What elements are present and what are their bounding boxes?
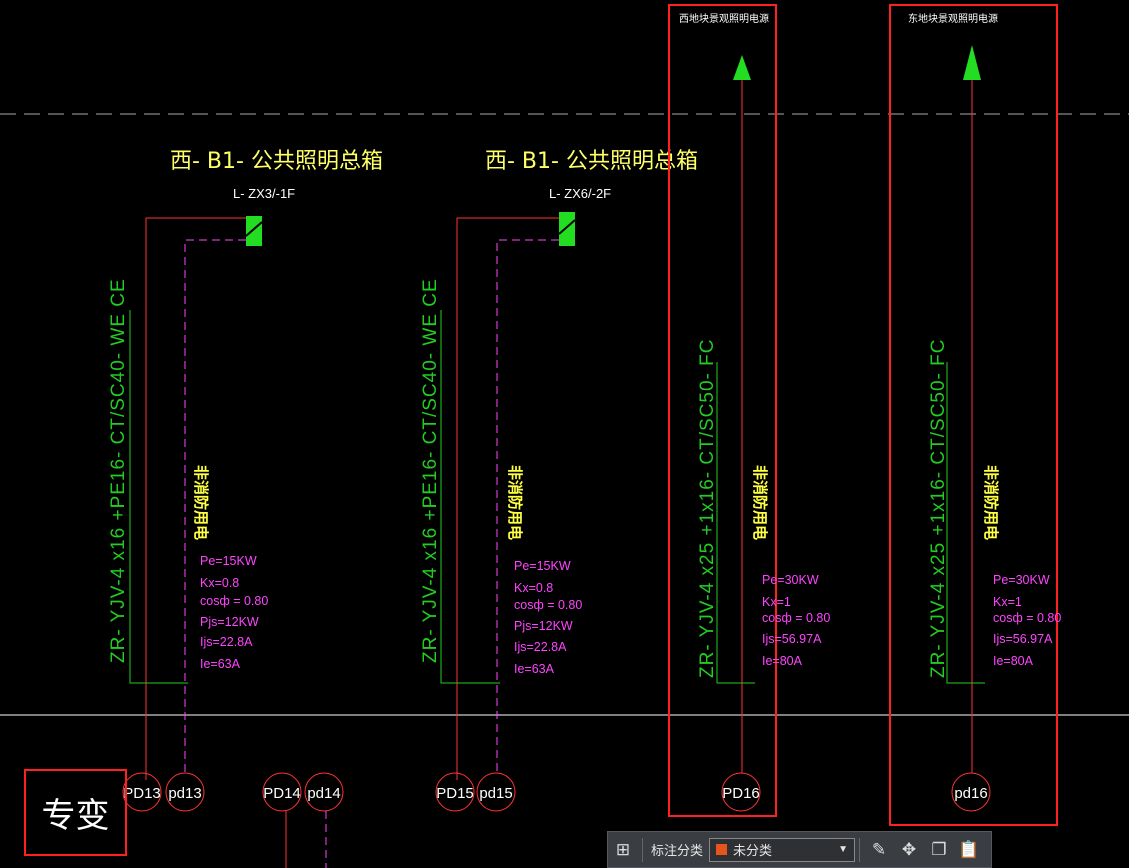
breaker-hatch (245, 221, 263, 237)
toolbar-divider (859, 837, 861, 862)
breaker-symbol[interactable] (246, 216, 262, 246)
cable-spec: ZR- YJV-4 x25 +1x16- CT/SC50- FC (928, 339, 949, 678)
svg-text:Kx=1: Kx=1 (762, 595, 791, 609)
svg-text:Ijs=56.97A: Ijs=56.97A (762, 632, 822, 646)
node-label: PD15 (436, 785, 474, 802)
feeder-line (456, 217, 559, 780)
cable-spec: ZR- YJV-4 x16 +PE16- CT/SC40- WE CE (420, 278, 441, 663)
right-column-1: 西地块景观照明电源 ZR- YJV-4 x25 +1x16- CT/SC50- … (668, 4, 830, 817)
svg-text:cosф = 0.80: cosф = 0.80 (200, 594, 268, 608)
copy-icon[interactable]: ❐ (931, 839, 947, 859)
node-label: PD13 (123, 785, 161, 802)
transformer-label-box: 专变 (24, 769, 127, 856)
svg-text:Kx=1: Kx=1 (993, 595, 1022, 609)
cable-bracket (129, 310, 188, 684)
load-params: Pe=15KW Kx=0.8 cosф = 0.80 Pjs=12KW Ijs=… (514, 559, 582, 676)
svg-text:Ijs=22.8A: Ijs=22.8A (514, 640, 567, 654)
panel-title: 西- B1- 公共照明总箱 (170, 149, 383, 174)
load-params: Pe=15KW Kx=0.8 cosф = 0.80 Pjs=12KW Ijs=… (200, 554, 268, 671)
svg-text:Ie=63A: Ie=63A (514, 662, 555, 676)
load-params: Pe=30KW Kx=1 cosф = 0.80 Ijs=56.97A Ie=8… (993, 573, 1061, 668)
svg-text:cosф = 0.80: cosф = 0.80 (993, 611, 1061, 625)
toolbar-divider (642, 837, 643, 862)
panel-title: 西- B1- 公共照明总箱 (485, 149, 698, 174)
cable-spec: ZR- YJV-4 x16 +PE16- CT/SC40- WE CE (108, 278, 129, 663)
svg-text:Ie=80A: Ie=80A (762, 654, 803, 668)
svg-text:Pe=15KW: Pe=15KW (514, 559, 571, 573)
category-select[interactable]: 未分类 ▼ (709, 837, 856, 862)
svg-text:cosф = 0.80: cosф = 0.80 (514, 598, 582, 612)
cable-bracket (440, 310, 500, 684)
node-label: PD16 (722, 785, 760, 802)
feeder-line (145, 217, 246, 780)
node-circle[interactable] (165, 772, 205, 812)
node-circle[interactable] (304, 772, 344, 812)
arrow-up-icon (733, 55, 751, 80)
node-circle[interactable] (435, 772, 475, 812)
arrow-up-icon (963, 45, 981, 80)
node-label: pd13 (168, 785, 201, 802)
highlight-box (668, 4, 777, 817)
svg-text:Ie=63A: Ie=63A (200, 657, 241, 671)
category-label: 标注分类 (651, 843, 704, 858)
svg-text:Pe=15KW: Pe=15KW (200, 554, 257, 568)
node-group-14: PD14 pd14 (262, 772, 344, 868)
breaker-symbol[interactable] (559, 212, 575, 246)
transformer-label: 专变 (41, 796, 110, 836)
pe-line (496, 239, 559, 773)
breaker-label: L- ZX3/-1F (233, 186, 295, 201)
cable-bracket (716, 362, 755, 684)
category-value: 未分类 (733, 843, 773, 858)
node-label: pd14 (307, 785, 340, 802)
chevron-down-icon: ▼ (838, 844, 849, 855)
svg-text:Pe=30KW: Pe=30KW (993, 573, 1050, 587)
highlight-box (889, 4, 1058, 826)
node-circle[interactable] (951, 772, 991, 812)
node-label: pd15 (479, 785, 512, 802)
annotation-toolbar: ⊞ 标注分类 未分类 ▼ ✎ ✥ ❐ 📋 (607, 831, 992, 868)
panel-1: 西- B1- 公共照明总箱 L- ZX3/-1F ZR- YJV-4 x16 +… (108, 149, 383, 812)
cable-bracket (946, 362, 985, 684)
node-label: PD14 (263, 785, 301, 802)
breaker-hatch (558, 219, 576, 235)
cable-spec: ZR- YJV-4 x25 +1x16- CT/SC50- FC (697, 339, 718, 678)
usage-label: 非消防用电 (192, 465, 210, 540)
usage-label: 非消防用电 (982, 465, 1000, 540)
grid-icon[interactable]: ⊞ (615, 839, 631, 859)
load-params: Pe=30KW Kx=1 cosф = 0.80 Ijs=56.97A Ie=8… (762, 573, 830, 668)
breaker-label: L- ZX6/-2F (549, 186, 611, 201)
node-circle[interactable] (476, 772, 516, 812)
paste-icon[interactable]: 📋 (958, 839, 980, 859)
column-header: 东地块景观照明电源 (908, 12, 998, 25)
pe-line (184, 239, 246, 773)
svg-text:Pe=30KW: Pe=30KW (762, 573, 819, 587)
move-icon[interactable]: ✥ (901, 839, 917, 859)
svg-text:Kx=0.8: Kx=0.8 (514, 581, 553, 595)
svg-text:Pjs=12KW: Pjs=12KW (514, 619, 573, 633)
svg-text:Ijs=56.97A: Ijs=56.97A (993, 632, 1053, 646)
node-circle[interactable] (122, 772, 162, 812)
usage-label: 非消防用电 (506, 465, 524, 540)
right-column-2: 东地块景观照明电源 ZR- YJV-4 x25 +1x16- CT/SC50- … (889, 4, 1061, 826)
svg-text:Ijs=22.8A: Ijs=22.8A (200, 635, 253, 649)
svg-text:Pjs=12KW: Pjs=12KW (200, 615, 259, 629)
node-label: pd16 (954, 785, 987, 802)
usage-label: 非消防用电 (751, 465, 769, 540)
node-circle[interactable] (721, 772, 761, 812)
svg-text:Kx=0.8: Kx=0.8 (200, 576, 239, 590)
svg-text:Ie=80A: Ie=80A (993, 654, 1034, 668)
panel-2: 西- B1- 公共照明总箱 L- ZX6/-2F ZR- YJV-4 x16 +… (420, 149, 698, 812)
svg-text:cosф = 0.80: cosф = 0.80 (762, 611, 830, 625)
edit-icon[interactable]: ✎ (871, 839, 887, 859)
column-header: 西地块景观照明电源 (679, 12, 769, 25)
node-circle[interactable] (262, 772, 302, 812)
category-color-swatch (716, 844, 728, 855)
